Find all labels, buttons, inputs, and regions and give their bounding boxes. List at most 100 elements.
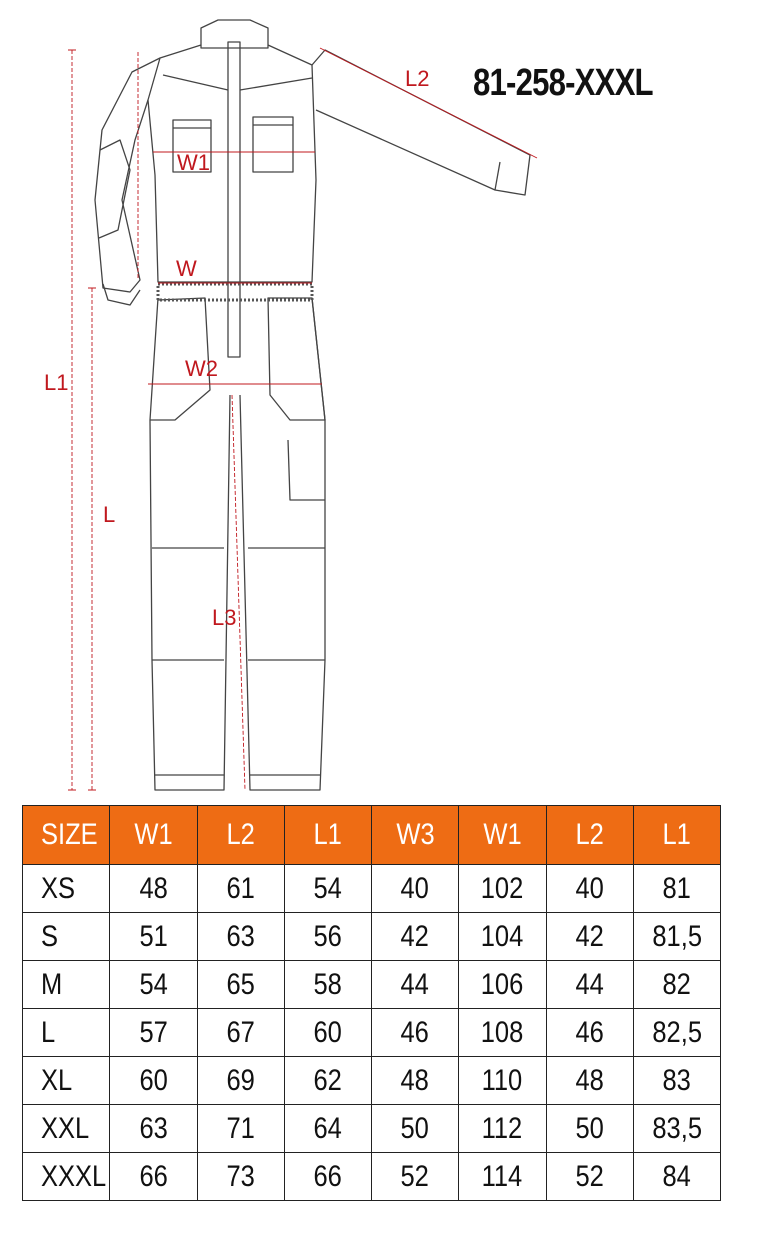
leg-side-pocket: [287, 439, 325, 501]
measure-cell: 65: [196, 960, 285, 1009]
dim-line-l3: [231, 394, 246, 791]
measure-cell: 54: [283, 864, 373, 913]
measure-cell: 102: [458, 864, 547, 913]
size-cell: S: [21, 912, 111, 961]
measure-cell: 82: [632, 960, 722, 1009]
chest-pocket-right: [252, 116, 294, 173]
size-cell: M: [21, 960, 111, 1009]
label-w: W: [176, 256, 197, 281]
overall-diagram: L2 W1 W W2 L1 L L3: [44, 19, 538, 791]
front-zipper: [227, 41, 241, 358]
measure-cell: 46: [370, 1008, 460, 1057]
left-sleeve: [94, 57, 161, 293]
measure-cell: 104: [458, 912, 547, 961]
measure-cell: 48: [109, 864, 198, 913]
dim-line-l2: [319, 47, 538, 159]
measure-cell: 114: [458, 1152, 547, 1201]
jacket-body: [147, 44, 317, 283]
knee-patch-left: [152, 547, 224, 661]
measure-cell: 40: [545, 864, 634, 913]
measure-cell: 61: [196, 864, 285, 913]
measure-cell: 60: [109, 1056, 198, 1105]
measure-cell: 48: [370, 1056, 460, 1105]
measure-cell: 81: [632, 864, 722, 913]
collar: [200, 19, 269, 49]
size-cell: XXXL: [21, 1152, 111, 1201]
measure-cell: 73: [196, 1152, 285, 1201]
header-l1-2: L1: [632, 805, 722, 865]
measure-cell: 63: [196, 912, 285, 961]
measure-cell: 69: [196, 1056, 285, 1105]
measure-cell: 52: [545, 1152, 634, 1201]
header-w1-2: W1: [458, 805, 547, 865]
measure-cell: 112: [458, 1104, 547, 1153]
measure-cell: 62: [283, 1056, 373, 1105]
measure-cell: 64: [283, 1104, 373, 1153]
measure-cell: 44: [370, 960, 460, 1009]
measure-cell: 82,5: [632, 1008, 722, 1057]
measure-cell: 66: [109, 1152, 198, 1201]
header-w1: W1: [109, 805, 198, 865]
label-l: L: [103, 502, 115, 527]
measure-cell: 42: [370, 912, 460, 961]
left-cuff: [102, 283, 141, 306]
measure-cell: 46: [545, 1008, 634, 1057]
measure-cell: 50: [545, 1104, 634, 1153]
chest-pocket-left: [172, 119, 212, 173]
measure-cell: 40: [370, 864, 460, 913]
size-cell: XXL: [21, 1104, 111, 1153]
size-cell: XS: [21, 864, 111, 913]
hip-pocket-right: [267, 297, 326, 421]
overall-outline: [94, 19, 531, 791]
measure-cell: 50: [370, 1104, 460, 1153]
header-l1: L1: [283, 805, 373, 865]
label-l2: L2: [405, 66, 429, 91]
measure-cell: 71: [196, 1104, 285, 1153]
size-table-header-row: SIZE W1 L2 L1 W3 W1 L2 L1: [21, 805, 722, 865]
measure-cell: 83,5: [632, 1104, 722, 1153]
header-w3: W3: [370, 805, 460, 865]
right-cuff: [494, 161, 501, 191]
model-code: 81-258-XXXL: [473, 62, 654, 104]
size-cell: L: [21, 1008, 111, 1057]
header-l2: L2: [196, 805, 285, 865]
label-w2: W2: [185, 356, 218, 381]
measure-cell: 48: [545, 1056, 634, 1105]
measure-cell: 58: [283, 960, 373, 1009]
measure-cell: 81,5: [632, 912, 722, 961]
label-l1: L1: [44, 370, 68, 395]
size-cell: XL: [21, 1056, 111, 1105]
pants-left-leg: [149, 297, 231, 791]
label-l3: L3: [212, 605, 236, 630]
measure-cell: 57: [109, 1008, 198, 1057]
measure-cell: 51: [109, 912, 198, 961]
header-size: SIZE: [21, 805, 111, 865]
dimension-lines: [68, 47, 538, 791]
yoke-line: [162, 74, 313, 91]
knee-patch-right: [248, 547, 325, 661]
left-elbow-patch: [98, 139, 131, 239]
header-l2-2: L2: [545, 805, 634, 865]
measure-cell: 63: [109, 1104, 198, 1153]
measure-cell: 106: [458, 960, 547, 1009]
measure-cell: 42: [545, 912, 634, 961]
measure-cell: 54: [109, 960, 198, 1009]
measure-cell: 108: [458, 1008, 547, 1057]
measure-cell: 44: [545, 960, 634, 1009]
right-sleeve: [311, 49, 531, 196]
measure-cell: 66: [283, 1152, 373, 1201]
label-w1: W1: [177, 150, 210, 175]
measure-cell: 83: [632, 1056, 722, 1105]
measure-cell: 56: [283, 912, 373, 961]
measure-cell: 84: [632, 1152, 722, 1201]
measure-cell: 52: [370, 1152, 460, 1201]
elastic-waistband: [156, 282, 314, 302]
pants-right-leg: [239, 297, 326, 791]
